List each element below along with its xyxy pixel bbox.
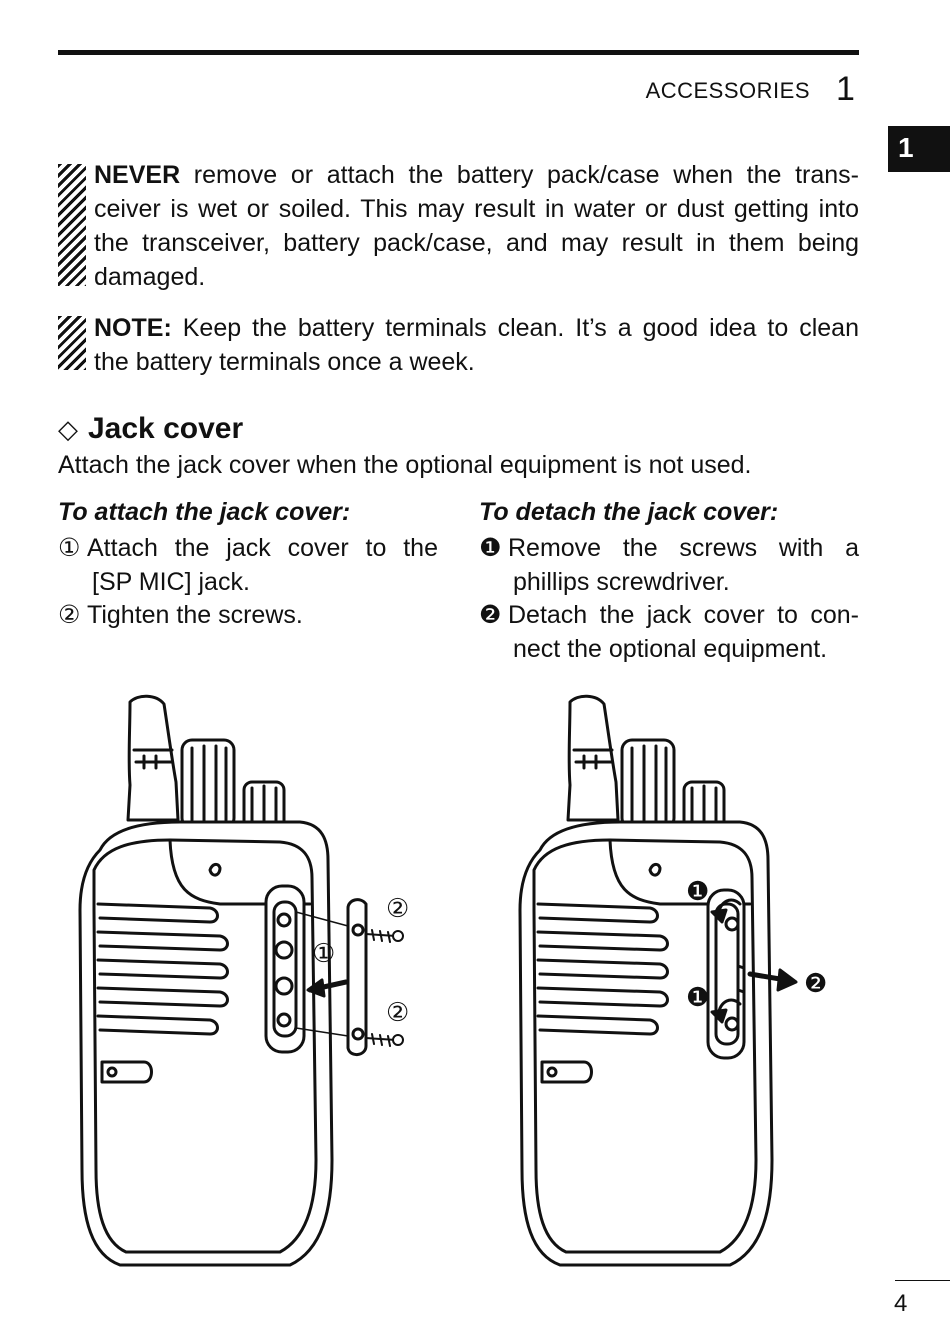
- header-rule: [58, 50, 859, 55]
- section-header: ACCESSORIES: [645, 78, 810, 103]
- screws: [365, 929, 404, 1047]
- arrow-head: [776, 968, 798, 992]
- chapter-tab[interactable]: 1: [888, 126, 950, 172]
- attach-illustration: ② ① ②: [78, 694, 409, 1267]
- jack-cover-intro: Attach the jack cover when the optional …: [58, 451, 752, 479]
- callout-screw-bottom: ❶: [686, 982, 709, 1012]
- callout-screw-top: ②: [386, 893, 409, 923]
- arrow-head: [306, 978, 326, 998]
- detach-illustration: ❶ ❶ ❷: [518, 694, 827, 1267]
- rotate-arrows: [710, 898, 742, 1024]
- jack-cover-heading: ◇Jack cover: [58, 412, 244, 445]
- callout-screw-bottom: ②: [386, 997, 409, 1027]
- radio-body: [78, 694, 334, 1267]
- radio-body: [518, 694, 774, 1267]
- page-number: 4: [894, 1290, 908, 1317]
- callout-screw-top: ❶: [686, 876, 709, 906]
- warning-label: NEVER: [94, 161, 181, 189]
- footer-rule: [895, 1280, 950, 1281]
- warning-hatch-icon: [58, 164, 86, 286]
- note-text: NOTE: Keep the battery terminals clean. …: [94, 314, 859, 376]
- diamond-icon: ◇: [58, 414, 78, 444]
- chapter-number: 1: [836, 70, 855, 108]
- callout-detach: ❷: [804, 968, 827, 998]
- warning-text: NEVER remove or attach the battery pack/…: [94, 161, 859, 291]
- callout-cover: ①: [312, 938, 335, 968]
- note-label: NOTE:: [94, 314, 172, 342]
- jack-cover: [295, 898, 368, 1056]
- note-hatch-icon: [58, 316, 86, 370]
- attach-title: To attach the jack cover:: [58, 498, 351, 526]
- detach-title: To detach the jack cover:: [479, 498, 779, 526]
